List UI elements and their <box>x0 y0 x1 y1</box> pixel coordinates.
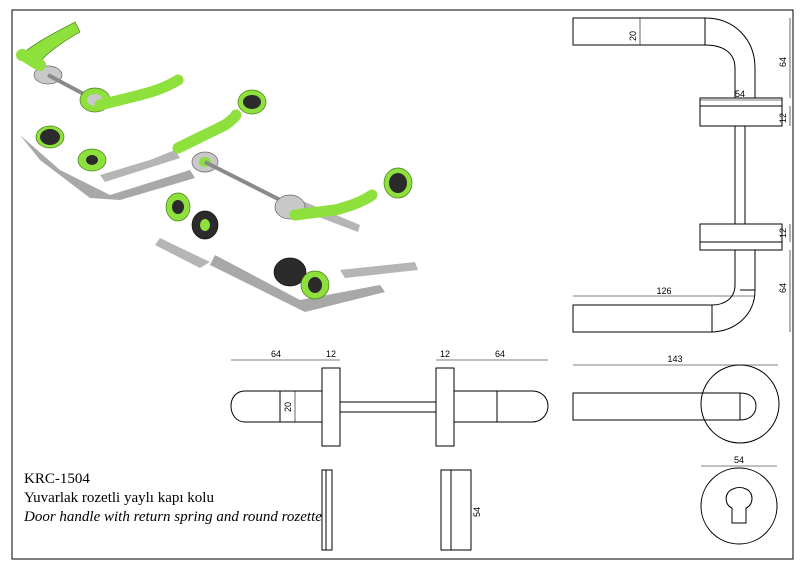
escutcheon <box>308 277 322 293</box>
dim-lever-length-top: 143 <box>667 354 682 364</box>
escutcheon <box>86 155 98 165</box>
dim-grip-thickness-front: 20 <box>283 402 293 412</box>
escutcheon <box>40 129 60 145</box>
drawing-frame <box>11 9 794 560</box>
lever-handle <box>21 21 81 63</box>
lever-handle <box>289 189 378 221</box>
escutcheon <box>200 219 210 231</box>
product-name-tr: Yuvarlak rozetli yaylı kapı kolu <box>24 490 214 506</box>
lever-handle <box>16 49 46 71</box>
shadow-shape <box>155 238 210 268</box>
exploded-3d-illustration <box>16 21 418 312</box>
dim-top-grip-thickness: 20 <box>628 31 638 41</box>
product-code: KRC-1504 <box>24 471 90 487</box>
shadow-shape <box>210 255 385 312</box>
dim-lever-length-side: 126 <box>656 286 671 296</box>
lever-handle <box>94 74 184 111</box>
product-caption: KRC-1504 Yuvarlak rozetli yaylı kapı kol… <box>24 470 322 527</box>
escutcheon <box>172 200 184 214</box>
dim-left-rosette: 12 <box>326 349 336 359</box>
top-view-drawing <box>572 364 780 444</box>
rosette-side-profiles <box>321 469 472 551</box>
rosette <box>389 173 407 193</box>
front-view-drawing <box>230 359 549 447</box>
escutcheon <box>273 257 307 287</box>
side-view-drawing <box>572 17 791 333</box>
product-name-en: Door handle with return spring and round… <box>24 509 322 525</box>
dim-rosette-width-top: 54 <box>735 89 745 99</box>
shadow-shape <box>100 150 180 182</box>
shadow-shape <box>340 262 418 278</box>
rosette <box>243 95 261 109</box>
dim-rosette-thickness-top: 12 <box>778 113 788 123</box>
dim-top-height: 64 <box>778 57 788 67</box>
dim-rosette-diameter: 54 <box>734 455 744 465</box>
dim-rosette-thickness-bottom: 12 <box>778 228 788 238</box>
dim-rosette-diameter-side: 54 <box>472 507 482 517</box>
dim-bottom-height: 64 <box>778 283 788 293</box>
rosette-view-drawing <box>700 465 778 545</box>
lever-handle <box>172 109 242 154</box>
dim-left-lever-length: 64 <box>271 349 281 359</box>
dim-right-rosette: 12 <box>440 349 450 359</box>
dim-right-lever-length: 64 <box>495 349 505 359</box>
spindle <box>204 160 291 207</box>
shadow-shape <box>20 135 195 200</box>
